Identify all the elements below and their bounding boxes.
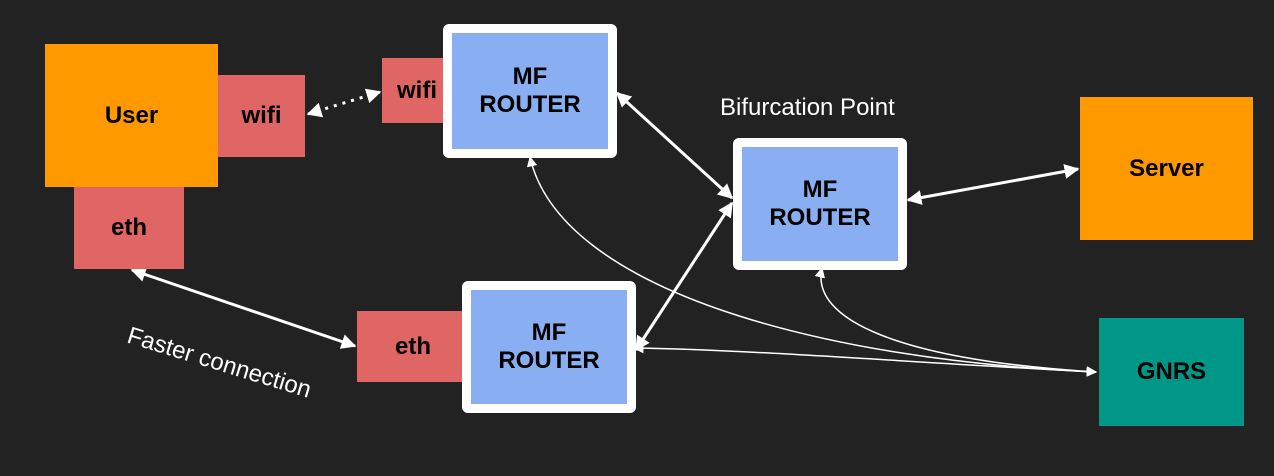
router-bottom-line1: MF — [531, 319, 567, 346]
router-mid-line1: MF — [802, 176, 838, 203]
user-node: User — [45, 44, 218, 187]
router-mid: MF ROUTER — [733, 138, 907, 270]
user-wifi-interface: wifi — [218, 75, 305, 157]
gnrs-node: GNRS — [1099, 318, 1244, 426]
router-bottom-eth-label: eth — [395, 332, 431, 360]
user-eth-label: eth — [111, 214, 147, 241]
router-mid-to-server-edge — [906, 164, 1080, 205]
router-bottom-line2: ROUTER — [498, 347, 600, 374]
eth-link-edge — [130, 267, 357, 349]
user-label: User — [104, 101, 159, 129]
router-top-line1: MF — [512, 63, 548, 90]
router-top-wifi-label: wifi — [397, 76, 437, 104]
gnrs-to-router-bottom-edge — [632, 342, 1098, 377]
router-top: MF ROUTER — [443, 24, 617, 158]
wifi-link-edge — [306, 88, 382, 118]
router-mid-line2: ROUTER — [769, 204, 871, 231]
gnrs-label: GNRS — [1136, 358, 1207, 385]
router-bottom-to-mid-edge — [634, 201, 734, 352]
router-top-line2: ROUTER — [479, 91, 581, 118]
gnrs-to-router-mid-edge — [814, 266, 1098, 377]
server-label: Server — [1129, 154, 1204, 182]
router-top-to-mid-edge — [615, 91, 734, 200]
router-bottom-eth-interface: eth — [357, 311, 469, 382]
router-top-wifi-interface: wifi — [382, 58, 452, 123]
server-node: Server — [1080, 97, 1253, 240]
user-wifi-label: wifi — [241, 102, 282, 129]
user-eth-interface: eth — [74, 187, 184, 269]
bifurcation-point-label: Bifurcation Point — [720, 94, 895, 121]
router-bottom: MF ROUTER — [462, 281, 636, 413]
